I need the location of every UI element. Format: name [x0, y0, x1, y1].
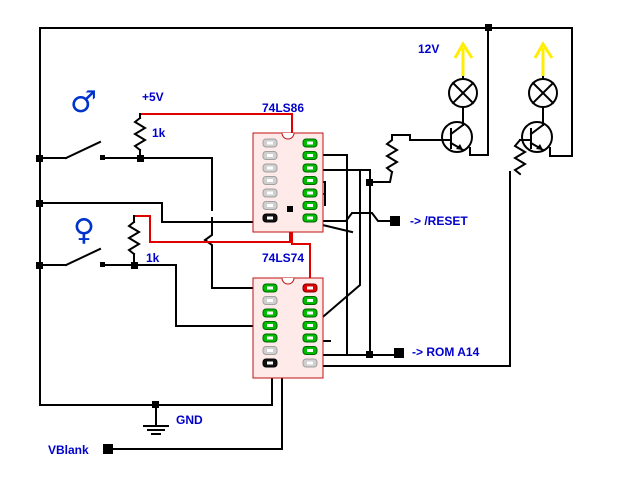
label-gnd: GND [176, 413, 203, 427]
chip-pin-hole [267, 361, 273, 365]
chip-pin-hole [267, 336, 273, 340]
label-vblank: VBlank [48, 443, 89, 457]
resistor-1k-top [133, 113, 147, 159]
switch-female [64, 247, 105, 267]
lamp-left [448, 41, 478, 108]
terminal-vblank [103, 444, 113, 454]
terminal-reset [390, 216, 400, 226]
transistor-left [441, 121, 473, 153]
chip-pin-hole [267, 311, 273, 315]
chip-pin-hole [307, 286, 313, 290]
chip-pin-hole [307, 204, 313, 207]
chip-74ls86-pins [262, 138, 318, 223]
chip-pin-hole [307, 179, 313, 182]
chip-pin-hole [307, 216, 313, 220]
label-74ls86: 74LS86 [262, 101, 304, 115]
label-reset: -> /RESET [410, 214, 468, 228]
chip-pin-hole [307, 154, 313, 157]
chip-pin-hole [307, 299, 313, 302]
transistor-right [519, 121, 553, 153]
chip-pin-hole [307, 349, 313, 352]
ground-icon [143, 404, 169, 435]
junctions [36, 24, 492, 408]
chip-pin-hole [267, 166, 273, 170]
chip-pin-hole [267, 191, 273, 195]
chip-pin-hole [267, 286, 273, 290]
chip-pin-hole [267, 349, 273, 352]
male-symbol-icon: ♂ [70, 85, 97, 120]
chip-pin-hole [267, 141, 273, 145]
chip-pin-hole [307, 361, 313, 365]
label-74ls74: 74LS74 [262, 251, 304, 265]
chip-pin-hole [307, 166, 313, 170]
label-r1: 1k [152, 126, 166, 140]
label-r2: 1k [146, 251, 160, 265]
label-5v: +5V [142, 90, 164, 104]
label-rom-a14: -> ROM A14 [412, 345, 480, 359]
chip-pin-hole [267, 154, 273, 157]
resistor-1k-bottom [127, 215, 141, 266]
chip-pin-hole [307, 311, 313, 315]
chip-pin-hole [267, 324, 273, 327]
chip-pin-hole [267, 216, 273, 220]
chip-pin-hole [307, 141, 313, 145]
label-12v: 12V [418, 42, 439, 56]
switch-male [64, 140, 105, 160]
chip-pin-hole [267, 204, 273, 207]
terminal-rom [394, 348, 404, 358]
resistor-base-left [385, 134, 399, 174]
female-symbol-icon: ♀ [73, 213, 95, 248]
chip-pin-hole [307, 191, 313, 195]
lamp-right [528, 41, 558, 108]
chip-pin-hole [267, 299, 273, 302]
wires [39, 27, 573, 450]
chip-pin-hole [267, 179, 273, 182]
chip-74ls74-pins [262, 283, 318, 368]
chip-pin-hole [307, 336, 313, 340]
chip-pin-hole [307, 324, 313, 327]
